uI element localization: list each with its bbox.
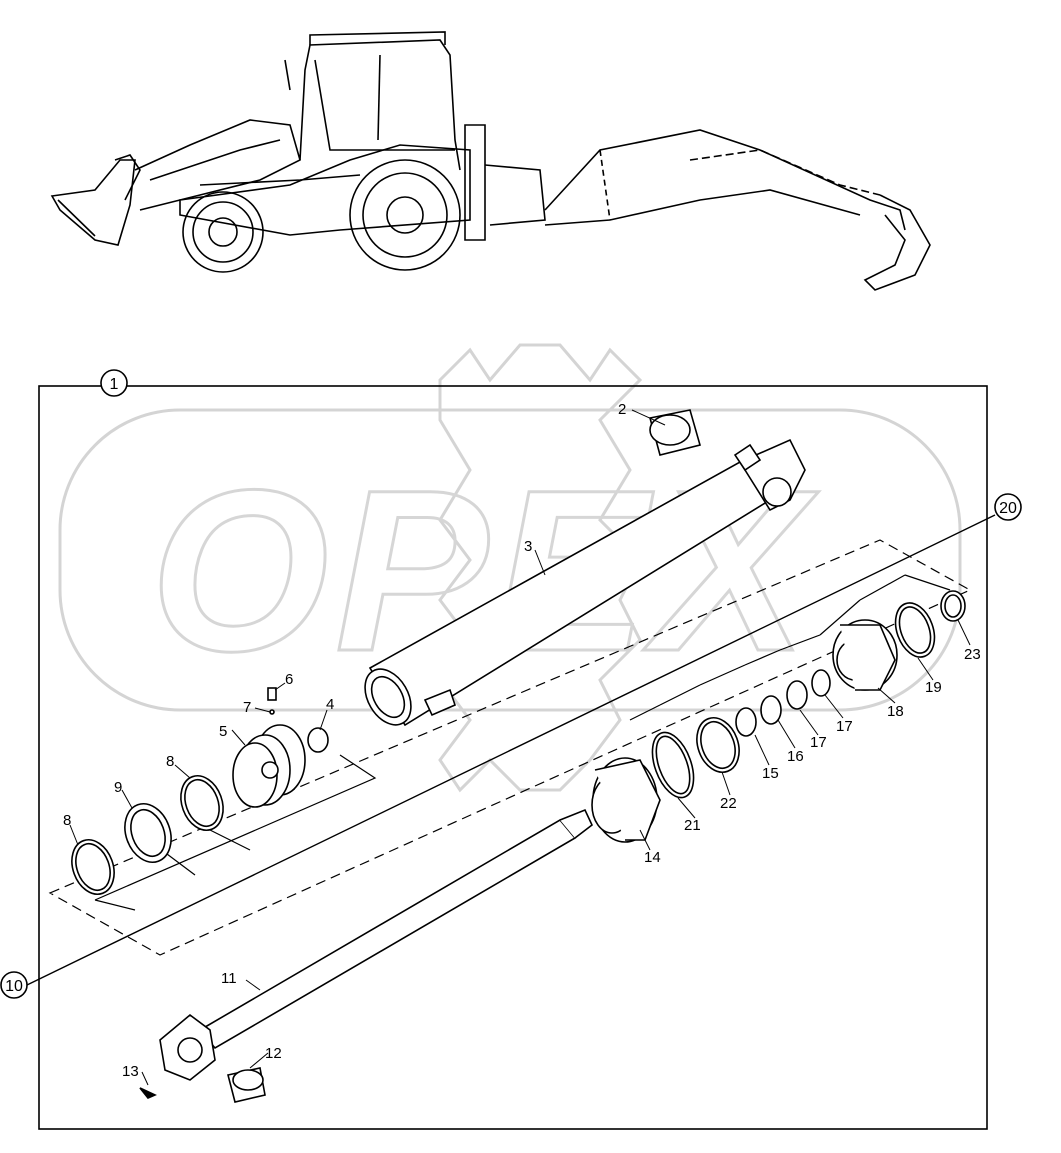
gland-14 [591,757,661,843]
part-label-8-lower: 8 [63,812,71,829]
part-label-5: 5 [219,723,227,740]
part-leader-lines [69,409,971,1086]
part-label-13: 13 [122,1063,139,1080]
part-label-8-upper: 8 [166,753,174,770]
seals-far-right [894,590,966,658]
seal-kit-outlines [48,539,972,956]
part-label-4: 4 [326,696,334,713]
part-label-17-upper: 17 [836,718,853,735]
part-label-3: 3 [524,538,532,555]
kit-leader-lines [26,514,996,986]
part-label-15: 15 [762,765,779,782]
kit-tie-lines [94,574,951,911]
part-labels: 2 3 4 5 6 7 8 8 9 11 12 13 14 15 16 17 1… [63,401,981,1080]
part-label-11: 11 [221,970,237,987]
part-label-14: 14 [644,849,661,866]
part-label-21: 21 [684,817,701,834]
opex-watermark: OPEX [58,343,962,793]
part-label-12: 12 [265,1045,282,1062]
part-label-16: 16 [787,748,804,765]
svg-text:1: 1 [110,376,119,393]
assembly-callout: 1 [100,369,128,397]
part-label-17-lower: 17 [810,734,827,751]
svg-text:20: 20 [999,500,1017,517]
kit-callout-20: 20 [994,493,1022,521]
svg-text:10: 10 [5,978,23,995]
part-label-7: 7 [243,699,251,716]
small-parts [267,687,329,753]
piston-5 [232,724,306,808]
assembly-frame [38,385,988,1130]
backhoe-loader-illustration [50,31,931,291]
part-label-6: 6 [285,671,293,688]
part-label-2: 2 [618,401,626,418]
bushing-12 [227,1067,266,1103]
seals-right [651,669,831,799]
seals-left [71,775,224,895]
part-label-23: 23 [964,646,981,663]
part-label-22: 22 [720,795,737,812]
part-label-18: 18 [887,703,904,720]
piston-head-18 [832,619,898,691]
piston-rod [139,808,593,1099]
part-label-9: 9 [114,779,122,796]
kit-callout-10: 10 [0,971,28,999]
cylinder-barrel [364,438,806,727]
part-label-19: 19 [925,679,942,696]
